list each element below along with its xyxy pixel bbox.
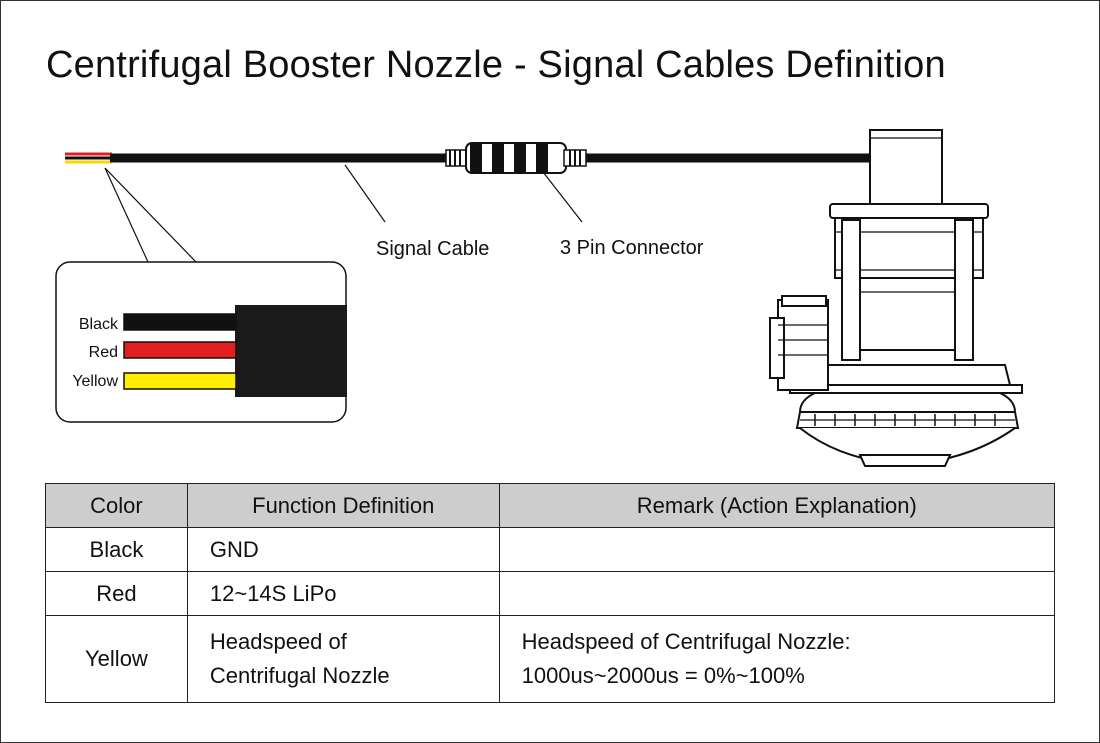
row-remark: Headspeed of Centrifugal Nozzle: 1000us~… — [498, 615, 1056, 703]
function-line-1: Headspeed of — [209, 629, 347, 654]
header-color: Color — [45, 483, 188, 528]
remark-line-2: 1000us~2000us = 0%~100% — [521, 663, 805, 688]
header-remark: Remark (Action Explanation) — [498, 483, 1056, 528]
table-row: Black GND — [45, 527, 1056, 572]
row-color: Red — [45, 571, 188, 616]
row-remark — [498, 527, 1056, 572]
table-row: Red 12~14S LiPo — [45, 571, 1056, 616]
black-wire — [123, 313, 237, 331]
row-function: Headspeed of Centrifugal Nozzle — [186, 615, 500, 703]
wire-label-black: Black — [78, 316, 118, 333]
signal-definition-table: Color Function Definition Remark (Action… — [45, 483, 1056, 703]
table-header-row: Color Function Definition Remark (Action… — [45, 483, 1056, 528]
connector-label: 3 Pin Connector — [560, 237, 704, 259]
table-row: Yellow Headspeed of Centrifugal Nozzle H… — [45, 615, 1056, 703]
nozzle-grille — [814, 414, 996, 426]
function-line-2: Centrifugal Nozzle — [209, 663, 390, 688]
header-function: Function Definition — [186, 483, 500, 528]
row-function: 12~14S LiPo — [186, 571, 500, 616]
nozzle-device-drawing — [769, 129, 1023, 467]
red-wire — [123, 341, 237, 359]
row-color: Yellow — [45, 615, 188, 703]
remark-line-1: Headspeed of Centrifugal Nozzle: — [521, 629, 851, 654]
connector-shape — [445, 142, 587, 174]
wire-label-red: Red — [88, 344, 118, 361]
cable-diagram — [55, 129, 1023, 467]
yellow-wire — [123, 372, 237, 390]
row-color: Black — [45, 527, 188, 572]
page-title: Centrifugal Booster Nozzle - Signal Cabl… — [46, 44, 946, 86]
cable-end-wires — [65, 152, 112, 164]
signal-cable-label: Signal Cable — [376, 238, 490, 260]
row-function: GND — [186, 527, 500, 572]
wire-label-yellow: Yellow — [72, 373, 118, 390]
row-remark — [498, 571, 1056, 616]
